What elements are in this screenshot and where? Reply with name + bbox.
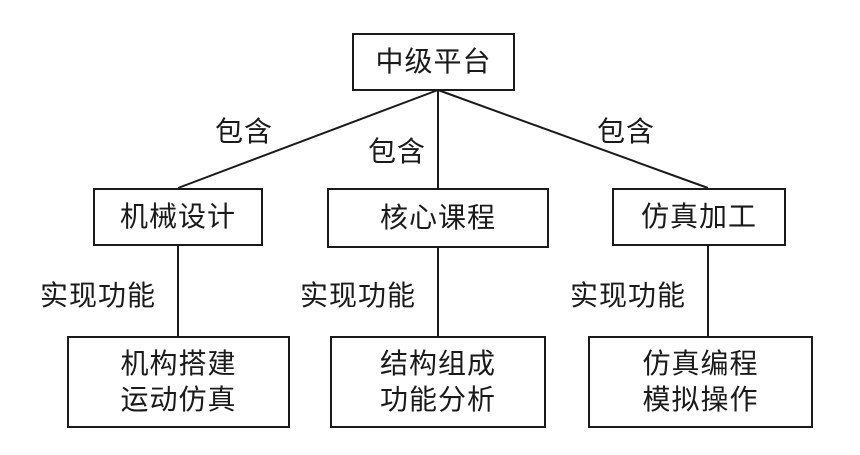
function-line: 模拟操作: [642, 383, 759, 416]
category-node-label: 核心课程: [379, 201, 496, 234]
function-line: 功能分析: [379, 383, 496, 416]
category-node-mechanical-design: 机械设计: [93, 188, 263, 246]
edge-root-to-left: [177, 89, 439, 189]
root-node: 中级平台: [352, 33, 515, 91]
category-node-label: 机械设计: [119, 200, 236, 233]
category-node-simulation-machining: 仿真加工: [612, 188, 786, 246]
function-node-simulation-machining: 仿真编程 模拟操作: [588, 336, 813, 428]
function-line: 仿真编程: [642, 347, 759, 380]
category-node-core-course: 核心课程: [327, 188, 549, 248]
edge-root-to-right: [437, 89, 709, 189]
edge-label-realizes-center: 实现功能: [300, 279, 417, 312]
category-node-label: 仿真加工: [640, 200, 757, 233]
edge-label-contains-left: 包含: [215, 115, 274, 148]
function-node-mechanical-design: 机构搭建 运动仿真: [67, 336, 290, 428]
edge-label-realizes-right: 实现功能: [570, 279, 687, 312]
function-line: 运动仿真: [120, 383, 237, 416]
function-node-core-course: 结构组成 功能分析: [330, 336, 546, 428]
function-line: 机构搭建: [120, 347, 237, 380]
root-node-label: 中级平台: [375, 45, 492, 78]
edge-label-contains-center: 包含: [368, 135, 427, 168]
edge-label-contains-right: 包含: [597, 115, 656, 148]
function-line: 结构组成: [379, 347, 496, 380]
edge-label-realizes-left: 实现功能: [40, 279, 157, 312]
